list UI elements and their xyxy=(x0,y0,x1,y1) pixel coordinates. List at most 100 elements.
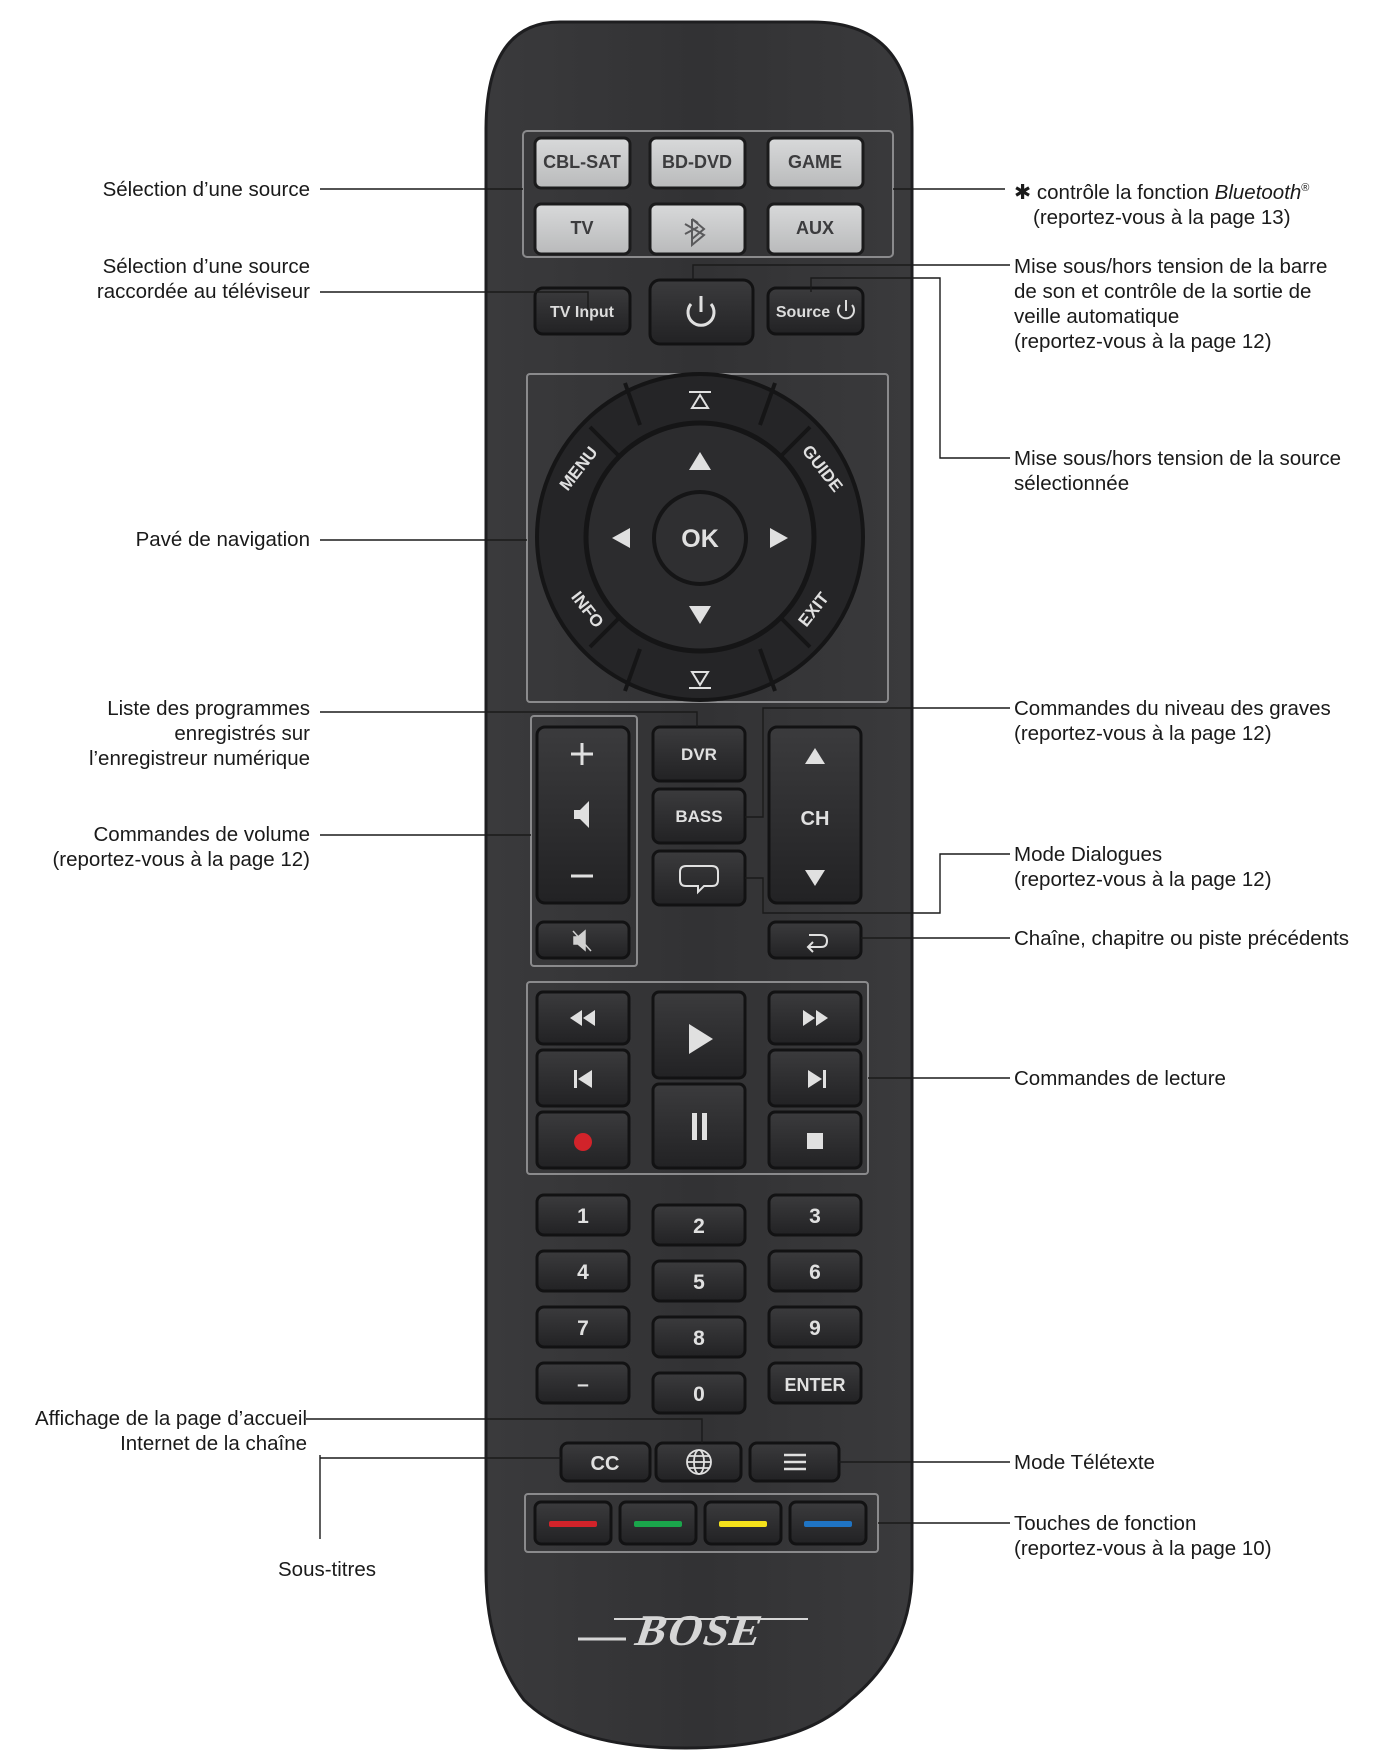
bass-button[interactable]: BASS xyxy=(651,787,747,845)
callout-dvr-list: Liste des programmes enregistrés sur l’e… xyxy=(88,697,310,770)
dvr-button[interactable]: DVR xyxy=(651,725,747,783)
record-button[interactable] xyxy=(535,1110,631,1170)
callout-subtitles: Sous-titres xyxy=(278,1558,376,1581)
bluetooth-icon xyxy=(684,218,706,248)
source-power-button[interactable]: Source xyxy=(766,286,865,336)
number-key-4[interactable]: 4 xyxy=(535,1249,631,1293)
callout-home-page: Affichage de la page d’accueil Internet … xyxy=(34,1407,307,1455)
game-label: GAME xyxy=(788,152,842,172)
mute-icon xyxy=(572,929,592,952)
skip-forward-button[interactable] xyxy=(767,1048,863,1108)
arrow-left-icon xyxy=(612,528,630,548)
volume-group-frame xyxy=(530,715,638,967)
yellow-function-key[interactable] xyxy=(703,1500,783,1546)
red-function-key[interactable] xyxy=(533,1500,613,1546)
number-key-11[interactable]: 0 xyxy=(651,1371,747,1415)
record-icon xyxy=(574,1133,592,1151)
source-button-bd-dvd[interactable]: BD-DVD xyxy=(648,136,747,190)
tv-label: TV xyxy=(570,218,593,238)
number-key-10[interactable]: – xyxy=(535,1361,631,1405)
down-arrow-button[interactable] xyxy=(689,606,711,624)
play-button[interactable] xyxy=(651,990,747,1080)
source-button-aux[interactable]: AUX xyxy=(766,202,865,256)
left-arrow-button[interactable] xyxy=(612,528,630,548)
callout-volume: Commandes de volume (reportez-vous à la … xyxy=(52,823,310,871)
tv-input-button[interactable]: TV Input xyxy=(533,286,632,336)
pause-button[interactable] xyxy=(651,1082,747,1170)
bose-logo: BOSE xyxy=(578,1606,808,1655)
number-key-label: 9 xyxy=(809,1317,821,1340)
callout-previous: Chaîne, chapitre ou piste précédents xyxy=(1014,927,1350,950)
return-icon xyxy=(806,934,829,953)
cc-button[interactable]: CC xyxy=(559,1441,652,1483)
number-key-label: 3 xyxy=(809,1205,821,1228)
number-key-label: 1 xyxy=(577,1205,589,1228)
callout-function-keys: Touches de fonction (reportez-vous à la … xyxy=(1014,1512,1272,1560)
volume-rocker[interactable] xyxy=(535,725,631,905)
page-up-button[interactable] xyxy=(689,391,711,409)
callout-bass: Commandes du niveau des graves (reportez… xyxy=(1014,697,1331,745)
page-down-button[interactable] xyxy=(689,671,711,689)
number-key-label: 7 xyxy=(577,1317,589,1340)
rewind-icon xyxy=(570,1010,595,1026)
source-button-tv[interactable]: TV xyxy=(533,202,632,256)
number-key-3[interactable]: 3 xyxy=(767,1193,863,1237)
previous-channel-button[interactable] xyxy=(767,920,863,960)
number-key-12[interactable]: ENTER xyxy=(767,1361,863,1405)
number-key-5[interactable]: 5 xyxy=(651,1259,747,1303)
number-key-label: 8 xyxy=(693,1327,705,1350)
stop-button[interactable] xyxy=(767,1110,863,1170)
mute-button[interactable] xyxy=(535,920,631,960)
dialogue-button[interactable] xyxy=(651,849,747,907)
cbl-sat-label: CBL-SAT xyxy=(543,152,621,172)
right-arrow-button[interactable] xyxy=(770,528,788,548)
source-power-label: Source xyxy=(776,304,830,321)
power-icon xyxy=(686,303,716,327)
menu-lines-icon xyxy=(784,1453,806,1471)
number-key-6[interactable]: 6 xyxy=(767,1249,863,1293)
power-button[interactable] xyxy=(648,278,755,346)
fast-forward-icon xyxy=(803,1010,828,1026)
source-button-bluetooth[interactable] xyxy=(648,202,747,256)
green-function-key[interactable] xyxy=(618,1500,698,1546)
number-key-label: 4 xyxy=(577,1261,589,1284)
bd-dvd-label: BD-DVD xyxy=(662,152,732,172)
cc-label: CC xyxy=(591,1453,620,1475)
number-key-label: 6 xyxy=(809,1261,821,1284)
number-key-label: 5 xyxy=(693,1271,705,1294)
number-key-1[interactable]: 1 xyxy=(535,1193,631,1237)
arrow-up-icon xyxy=(689,452,711,470)
internet-button[interactable] xyxy=(654,1441,743,1483)
arrow-down-icon xyxy=(689,606,711,624)
source-button-game[interactable]: GAME xyxy=(766,136,865,190)
number-key-7[interactable]: 7 xyxy=(535,1305,631,1349)
rewind-button[interactable] xyxy=(535,990,631,1046)
number-key-label: 2 xyxy=(693,1215,705,1238)
number-key-9[interactable]: 9 xyxy=(767,1305,863,1349)
arrow-right-icon xyxy=(770,528,788,548)
channel-rocker[interactable]: CH xyxy=(767,725,863,905)
callout-nav-pad: Pavé de navigation xyxy=(135,528,310,551)
callout-bluetooth: ✱ contrôle la fonction Bluetooth® (repor… xyxy=(1014,180,1310,229)
speaker-icon xyxy=(574,801,589,828)
blue-function-key[interactable] xyxy=(788,1500,868,1546)
source-button-cbl-sat[interactable]: CBL-SAT xyxy=(533,136,632,190)
callout-power-source: Mise sous/hors tension de la source séle… xyxy=(1014,447,1342,495)
number-key-2[interactable]: 2 xyxy=(651,1203,747,1247)
stop-icon xyxy=(807,1133,823,1149)
teletext-button[interactable] xyxy=(748,1441,841,1483)
dvr-label: DVR xyxy=(681,745,717,764)
source-power-icon xyxy=(837,304,855,320)
fast-forward-button[interactable] xyxy=(767,990,863,1046)
ok-button[interactable]: OK xyxy=(652,490,748,586)
aux-label: AUX xyxy=(796,218,834,238)
speech-bubble-icon xyxy=(679,865,719,895)
number-key-8[interactable]: 8 xyxy=(651,1315,747,1359)
number-key-label: – xyxy=(577,1373,589,1396)
skip-back-button[interactable] xyxy=(535,1048,631,1108)
page-up-icon xyxy=(689,391,711,409)
up-arrow-button[interactable] xyxy=(689,452,711,470)
svg-text:BOSE: BOSE xyxy=(630,1606,771,1655)
number-keypad: 1 2 3 4 5 6 7 8 9 – 0 ENTER xyxy=(535,1193,863,1415)
